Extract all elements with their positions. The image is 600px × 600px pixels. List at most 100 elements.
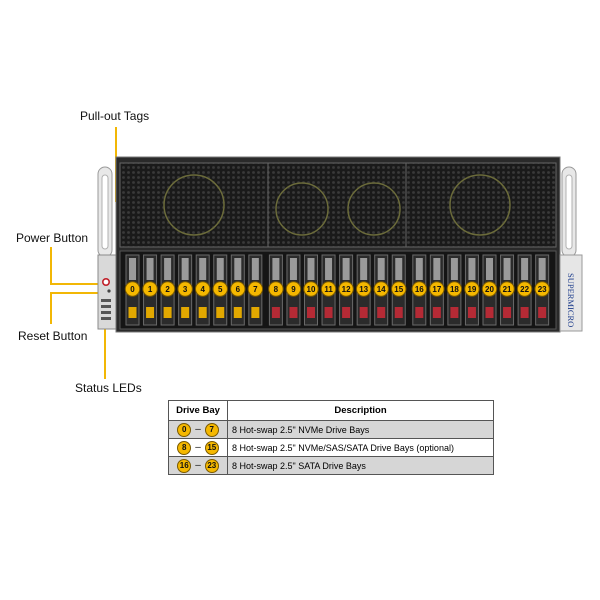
legend-bay-range: 16–23 [168, 456, 228, 475]
bay-number-label: 1 [148, 285, 153, 294]
drive-tray-release-latch[interactable] [216, 307, 225, 318]
drive-bay-12[interactable]: 12 [338, 254, 354, 326]
legend-bay-range: 8–15 [168, 438, 228, 457]
drive-tray-release-latch[interactable] [503, 307, 512, 318]
drive-tray-release-latch[interactable] [450, 307, 459, 318]
bay-number-label: 23 [538, 285, 547, 294]
fan-bay [119, 162, 557, 248]
bay-number-badge [212, 281, 228, 297]
right-rack-handle: SUPERMICRO [559, 166, 583, 332]
legend-bay-range: 0–7 [168, 420, 228, 439]
power-button-leader-line-horizontal [50, 283, 102, 285]
drive-tray-vent [395, 258, 403, 280]
drive-bay-8[interactable]: 8 [268, 254, 284, 326]
reset-button[interactable] [107, 289, 111, 293]
drive-tray-release-latch[interactable] [520, 307, 529, 318]
fan-icon [449, 174, 511, 236]
drive-tray-release-latch[interactable] [432, 307, 441, 318]
drive-tray-vent [360, 258, 368, 280]
bay-number-badge [391, 281, 407, 297]
fan-icon [275, 182, 329, 236]
drive-bay-19[interactable]: 19 [464, 254, 480, 326]
bay-range-start-badge: 8 [177, 440, 192, 455]
drive-bay-15[interactable]: 15 [391, 254, 407, 326]
drive-bay-2[interactable]: 2 [159, 254, 176, 326]
bay-range-start-badge: 0 [177, 422, 192, 437]
bay-range-start-badge: 16 [177, 458, 192, 473]
status-led [101, 305, 111, 308]
drive-bay-17[interactable]: 17 [429, 254, 445, 326]
drive-tray-release-latch[interactable] [394, 307, 403, 318]
drive-tray-release-latch[interactable] [324, 307, 333, 318]
power-button[interactable] [102, 278, 111, 287]
bay-number-label: 19 [467, 285, 476, 294]
drive-tray-vent [164, 258, 172, 280]
drive-tray-vent [450, 258, 458, 280]
drive-bay-3[interactable]: 3 [177, 254, 193, 326]
drive-bay-10[interactable]: 10 [303, 254, 319, 326]
left-rack-handle [97, 166, 113, 258]
drive-tray-release-latch[interactable] [359, 307, 368, 318]
power-button-leader-line-vertical [50, 247, 52, 284]
drive-tray-release-latch[interactable] [342, 307, 351, 318]
bay-number-badge [177, 281, 193, 297]
drive-tray-release-latch[interactable] [415, 307, 424, 318]
bay-number-label: 20 [485, 285, 494, 294]
drive-tray-release-latch[interactable] [307, 307, 315, 318]
drive-tray-release-latch[interactable] [251, 307, 260, 318]
status-led [101, 299, 111, 302]
bay-number-label: 10 [307, 285, 316, 294]
drive-tray-vent [129, 258, 136, 280]
drive-tray-release-latch[interactable] [289, 307, 298, 318]
drive-bay-0[interactable]: 0 [124, 254, 141, 326]
legend-description: 8 Hot-swap 2.5" NVMe Drive Bays [227, 420, 494, 439]
drive-bay-4[interactable]: 4 [195, 254, 211, 326]
drive-bay-1[interactable]: 1 [142, 254, 158, 326]
bay-number-badge [338, 281, 354, 297]
drive-bay-23[interactable]: 23 [534, 254, 550, 326]
drive-bay-20[interactable]: 20 [481, 254, 498, 326]
drive-bay-6[interactable]: 6 [230, 254, 246, 326]
drive-bay-16[interactable]: 16 [411, 254, 427, 326]
bay-number-label: 22 [520, 285, 529, 294]
bay-number-label: 0 [130, 285, 135, 294]
drive-bay-14[interactable]: 14 [373, 254, 389, 326]
bay-number-label: 18 [450, 285, 459, 294]
drive-bay-22[interactable]: 22 [516, 254, 533, 326]
callout-power-button: Power Button [16, 231, 89, 245]
drive-tray-release-latch[interactable] [538, 307, 547, 318]
drive-bay-18[interactable]: 18 [446, 254, 463, 326]
drive-tray-release-latch[interactable] [467, 307, 476, 318]
status-led [101, 317, 111, 320]
drive-tray-release-latch[interactable] [163, 307, 172, 318]
drive-bay-5[interactable]: 5 [212, 254, 228, 326]
drive-tray-release-latch[interactable] [485, 307, 494, 318]
bay-number-badge [320, 281, 337, 297]
drive-bay-13[interactable]: 13 [355, 254, 372, 326]
legend-header-row: Drive Bay Description [168, 400, 494, 421]
drive-tray-release-latch[interactable] [128, 307, 137, 318]
drive-tray-vent [181, 258, 189, 280]
drive-tray-release-latch[interactable] [377, 307, 386, 318]
drive-bay-11[interactable]: 11 [320, 254, 337, 326]
bay-number-label: 8 [274, 285, 279, 294]
bay-number-badge [373, 281, 389, 297]
drive-tray-release-latch[interactable] [233, 307, 242, 318]
drive-tray-vent [307, 258, 315, 280]
drive-tray-release-latch[interactable] [198, 307, 207, 318]
drive-tray-release-latch[interactable] [146, 307, 155, 318]
bay-number-label: 7 [253, 285, 258, 294]
drive-bay-21[interactable]: 21 [499, 254, 515, 326]
drive-tray-release-latch[interactable] [181, 307, 190, 318]
callout-reset-button: Reset Button [18, 329, 88, 343]
brand-logo: SUPERMICRO [566, 273, 576, 327]
drive-bay-7[interactable]: 7 [247, 254, 264, 326]
drive-bay-9[interactable]: 9 [285, 254, 302, 326]
drive-tray-vent [538, 258, 546, 280]
bay-number-badge [195, 281, 211, 297]
drive-tray-release-latch[interactable] [271, 307, 280, 318]
bay-number-label: 2 [165, 285, 170, 294]
reset-button-leader-line-vertical [50, 292, 52, 324]
callout-status-leds: Status LEDs [75, 381, 142, 395]
